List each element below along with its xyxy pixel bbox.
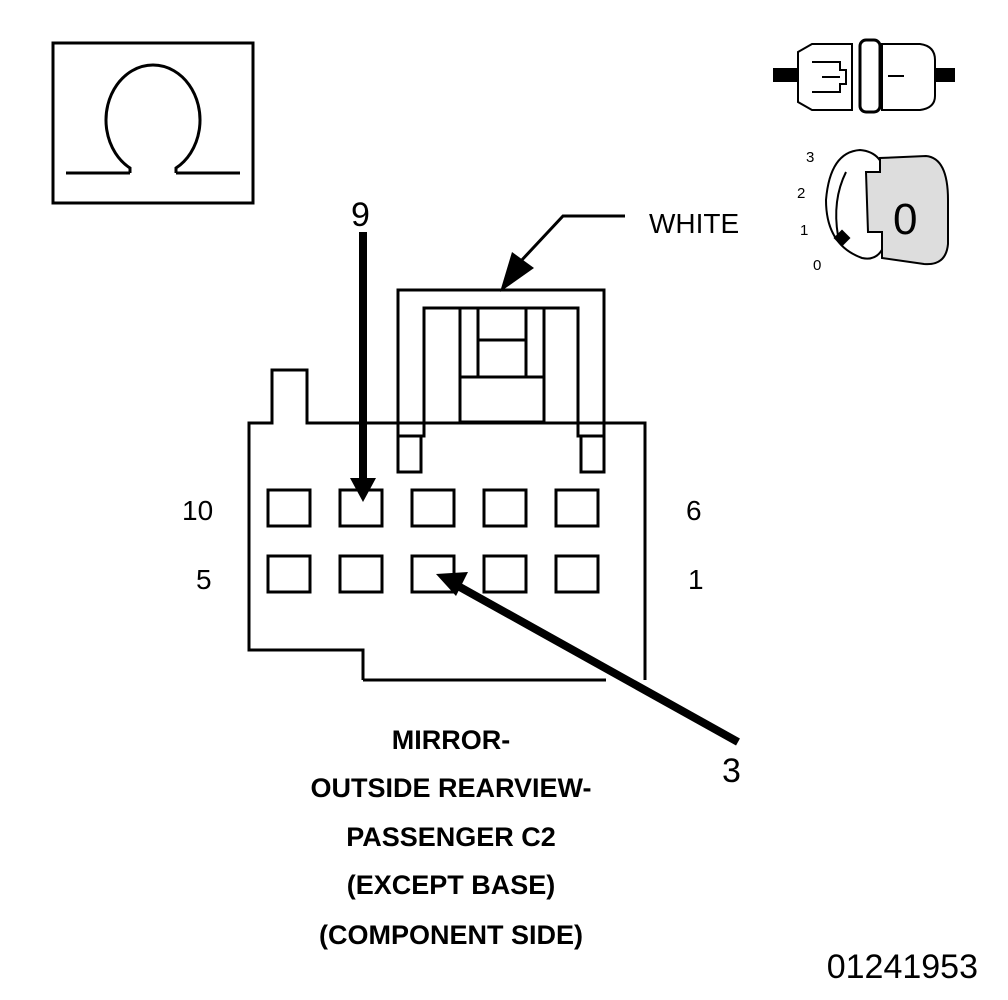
- cavity-label-10: 10: [182, 495, 213, 526]
- cavity-10: [266, 488, 312, 528]
- title-line-4: (EXCEPT BASE): [347, 870, 556, 900]
- housing-color-label: WHITE: [649, 208, 739, 239]
- pin-9-callout-label: 9: [351, 196, 370, 234]
- key-position-2: 2: [797, 185, 805, 202]
- pin-9-callout-arrow: [350, 232, 376, 502]
- ohm-resistance-icon: [51, 41, 255, 205]
- cavity-1: [554, 554, 600, 594]
- key-position-1: 1: [800, 222, 808, 239]
- cavity-2: [482, 554, 528, 594]
- connector-lock-latch: [396, 288, 606, 474]
- cavity-4: [338, 554, 384, 594]
- pin-3-callout-arrow: [436, 572, 740, 746]
- key-position-3: 3: [806, 149, 814, 166]
- title-line-2: OUTSIDE REARVIEW-: [311, 773, 592, 803]
- connector-title: MIRROR- OUTSIDE REARVIEW- PASSENGER C2 (…: [311, 725, 592, 950]
- cavity-8: [410, 488, 456, 528]
- cavity-5: [266, 554, 312, 594]
- key-position-0: 0: [813, 257, 821, 274]
- disconnected-connector-icon: [773, 38, 955, 114]
- cavity-label-6: 6: [686, 495, 702, 526]
- cavity-7: [482, 488, 528, 528]
- title-line-5: (COMPONENT SIDE): [319, 920, 583, 950]
- cavity-label-5: 5: [196, 564, 212, 595]
- title-line-3: PASSENGER C2: [346, 822, 556, 852]
- title-line-1: MIRROR-: [392, 725, 510, 755]
- key-position-glyph: 0: [893, 195, 917, 244]
- cavity-label-1: 1: [688, 564, 704, 595]
- terminal-cavities: [266, 488, 600, 594]
- ignition-key-icon: 3 2 1 0 0: [797, 148, 949, 274]
- housing-color-leader: [500, 214, 625, 292]
- cavity-6: [554, 488, 600, 528]
- figure-id: 01241953: [827, 948, 978, 986]
- pin-3-callout-label: 3: [722, 752, 741, 790]
